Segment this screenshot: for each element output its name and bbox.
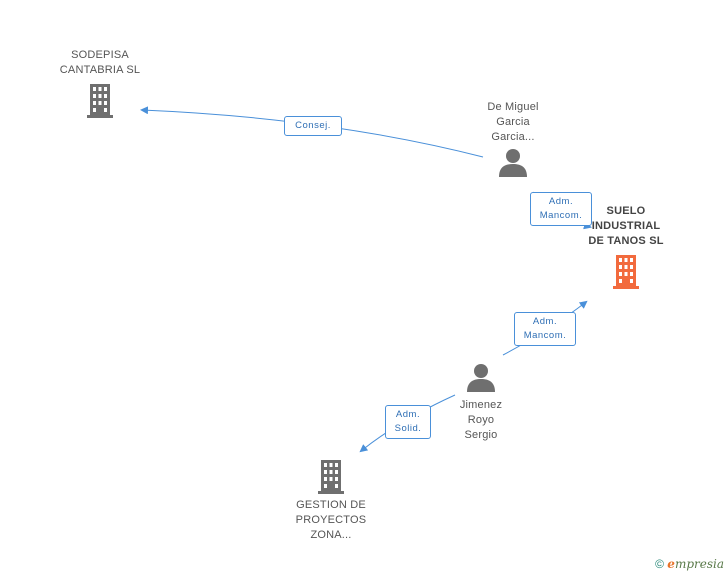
node-sodepisa-label: SODEPISA CANTABRIA SL (59, 49, 141, 76)
node-gestion-label: GESTION DE PROYECTOS ZONA... (295, 499, 367, 541)
person-icon (499, 149, 527, 177)
copyright-symbol: © (655, 557, 664, 571)
node-jimenez[interactable]: Jimenez Royo Sergio (436, 362, 526, 443)
edge-label-adm-mancom-2[interactable]: Adm. Mancom. (514, 312, 576, 346)
edge-label-adm-solid[interactable]: Adm. Solid. (385, 405, 431, 439)
footer-brand: © empresia (655, 557, 724, 571)
node-suelo-industrial-label: SUELO INDUSTRIAL DE TANOS SL (588, 205, 664, 247)
building-icon (87, 84, 113, 118)
node-de-miguel-label: De Miguel Garcia Garcia... (487, 101, 539, 143)
building-icon (613, 255, 639, 289)
node-suelo-industrial[interactable]: SUELO INDUSTRIAL DE TANOS SL (576, 204, 676, 289)
person-icon (467, 364, 495, 392)
node-sodepisa[interactable]: SODEPISA CANTABRIA SL (40, 48, 160, 118)
node-de-miguel[interactable]: De Miguel Garcia Garcia... (460, 100, 566, 179)
node-gestion[interactable]: GESTION DE PROYECTOS ZONA... (276, 458, 386, 543)
empresia-logo-initial: e (667, 557, 675, 571)
node-jimenez-label: Jimenez Royo Sergio (459, 399, 503, 441)
edge-label-adm-mancom-1[interactable]: Adm. Mancom. (530, 192, 592, 226)
building-icon (318, 460, 344, 494)
empresia-logo-rest: mpresia (674, 557, 724, 571)
edge-label-consej[interactable]: Consej. (284, 116, 342, 136)
empresia-logo: empresia (667, 557, 724, 571)
